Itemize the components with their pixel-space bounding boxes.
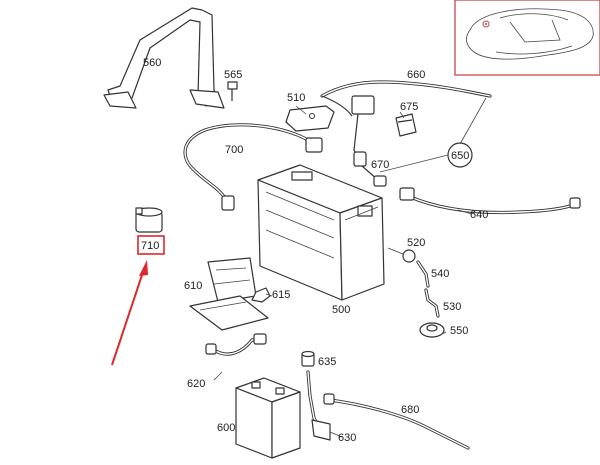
label-630: 630 [338,432,356,444]
label-540: 540 [431,268,449,280]
part-550-grommet[interactable] [419,322,445,338]
label-640: 640 [470,209,488,221]
part-615-nut[interactable] [251,287,271,303]
part-600-battery[interactable] [235,377,301,459]
label-710: 710 [141,240,159,252]
part-565-bolt[interactable] [227,81,238,101]
part-630-cable[interactable] [306,370,331,441]
leader-lines [213,105,473,438]
label-500: 500 [332,304,350,316]
label-610: 610 [184,280,202,292]
group-650-leaders [379,97,487,173]
part-labels: 560 565 510 660 675 700 650 670 640 710 … [141,57,488,444]
label-520: 520 [407,237,425,249]
label-675: 675 [400,101,418,113]
car-locator-icon [466,8,594,60]
part-680-cable[interactable] [323,393,470,450]
label-635: 635 [318,356,336,368]
label-530: 530 [443,301,461,313]
label-660: 660 [407,69,425,81]
label-600: 600 [217,422,235,434]
part-530-hose[interactable] [424,288,440,318]
part-500-battery[interactable] [257,164,385,301]
label-650: 650 [451,150,469,162]
label-565: 565 [224,69,242,81]
part-675-clip[interactable] [395,113,417,137]
part-660-cable[interactable] [320,80,492,117]
part-520-terminal[interactable] [387,247,416,263]
part-635-cap[interactable] [301,350,315,367]
label-560: 560 [143,57,161,69]
car-locator-inset [454,0,600,76]
label-550: 550 [450,325,468,337]
label-680: 680 [401,404,419,416]
part-640-cable[interactable] [399,187,581,215]
label-620: 620 [187,378,205,390]
part-670-cable[interactable] [351,95,387,187]
part-560-bracket[interactable] [103,7,225,109]
red-arrow-icon [111,260,148,366]
part-540-hose[interactable] [416,260,430,288]
part-710-highlight-box [137,235,165,255]
label-670: 670 [371,159,389,171]
label-510: 510 [287,92,305,104]
part-510-cover[interactable] [285,105,335,132]
part-620-cable[interactable] [205,333,267,356]
part-650-ring[interactable] [447,142,473,168]
part-700-cable[interactable] [183,123,323,211]
label-615: 615 [272,289,290,301]
part-710-relay[interactable] [135,207,163,233]
label-700: 700 [225,144,243,156]
